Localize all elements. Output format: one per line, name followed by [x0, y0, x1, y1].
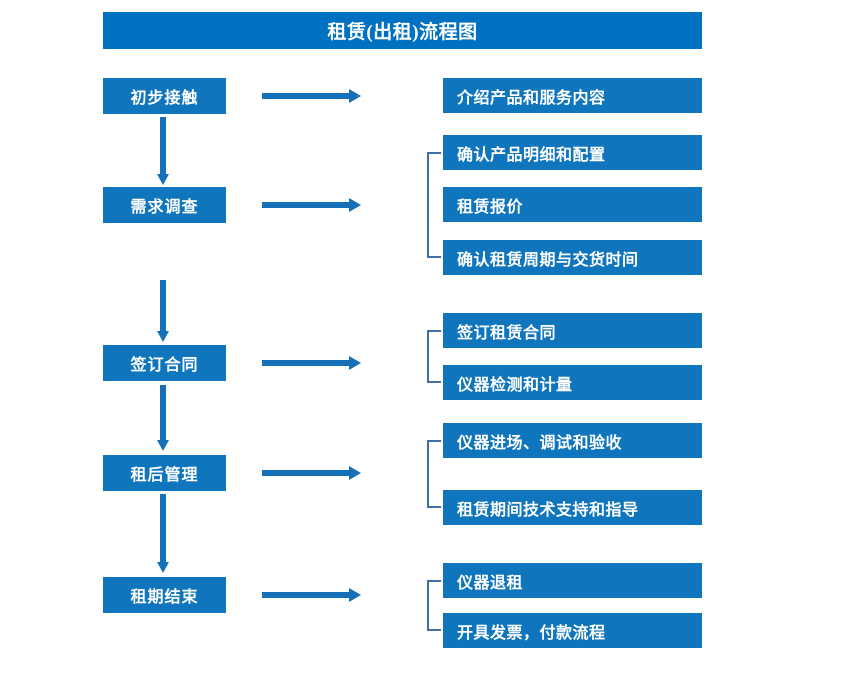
stage-box-1[interactable]: 初步接触: [103, 78, 226, 114]
detail-box-2[interactable]: 确认产品明细和配置: [443, 135, 702, 170]
down-arrow-icon-3: [157, 385, 169, 451]
detail-box-1[interactable]: 介绍产品和服务内容: [443, 78, 702, 113]
group-bracket-4: [427, 580, 441, 631]
stage-box-2[interactable]: 需求调查: [103, 187, 226, 223]
down-arrow-icon-1: [157, 117, 169, 185]
group-bracket-1: [427, 152, 441, 258]
page-title: 租赁(出租)流程图: [103, 12, 702, 49]
detail-box-10[interactable]: 开具发票，付款流程: [443, 613, 702, 648]
detail-box-3[interactable]: 租赁报价: [443, 187, 702, 222]
right-arrow-icon-4: [262, 466, 361, 480]
group-bracket-3: [427, 440, 441, 508]
stage-box-3[interactable]: 签订合同: [103, 345, 226, 381]
stage-box-4[interactable]: 租后管理: [103, 455, 226, 491]
right-arrow-icon-3: [262, 356, 361, 370]
detail-box-7[interactable]: 仪器进场、调试和验收: [443, 423, 702, 458]
detail-box-4[interactable]: 确认租赁周期与交货时间: [443, 240, 702, 275]
detail-box-6[interactable]: 仪器检测和计量: [443, 365, 702, 400]
right-arrow-icon-1: [262, 89, 361, 103]
detail-box-9[interactable]: 仪器退租: [443, 563, 702, 598]
down-arrow-icon-2: [157, 280, 169, 342]
group-bracket-2: [427, 330, 441, 383]
detail-box-8[interactable]: 租赁期间技术支持和指导: [443, 490, 702, 525]
detail-box-5[interactable]: 签订租赁合同: [443, 313, 702, 348]
right-arrow-icon-5: [262, 588, 361, 602]
down-arrow-icon-4: [157, 494, 169, 573]
stage-box-5[interactable]: 租期结束: [103, 577, 226, 613]
right-arrow-icon-2: [262, 198, 361, 212]
